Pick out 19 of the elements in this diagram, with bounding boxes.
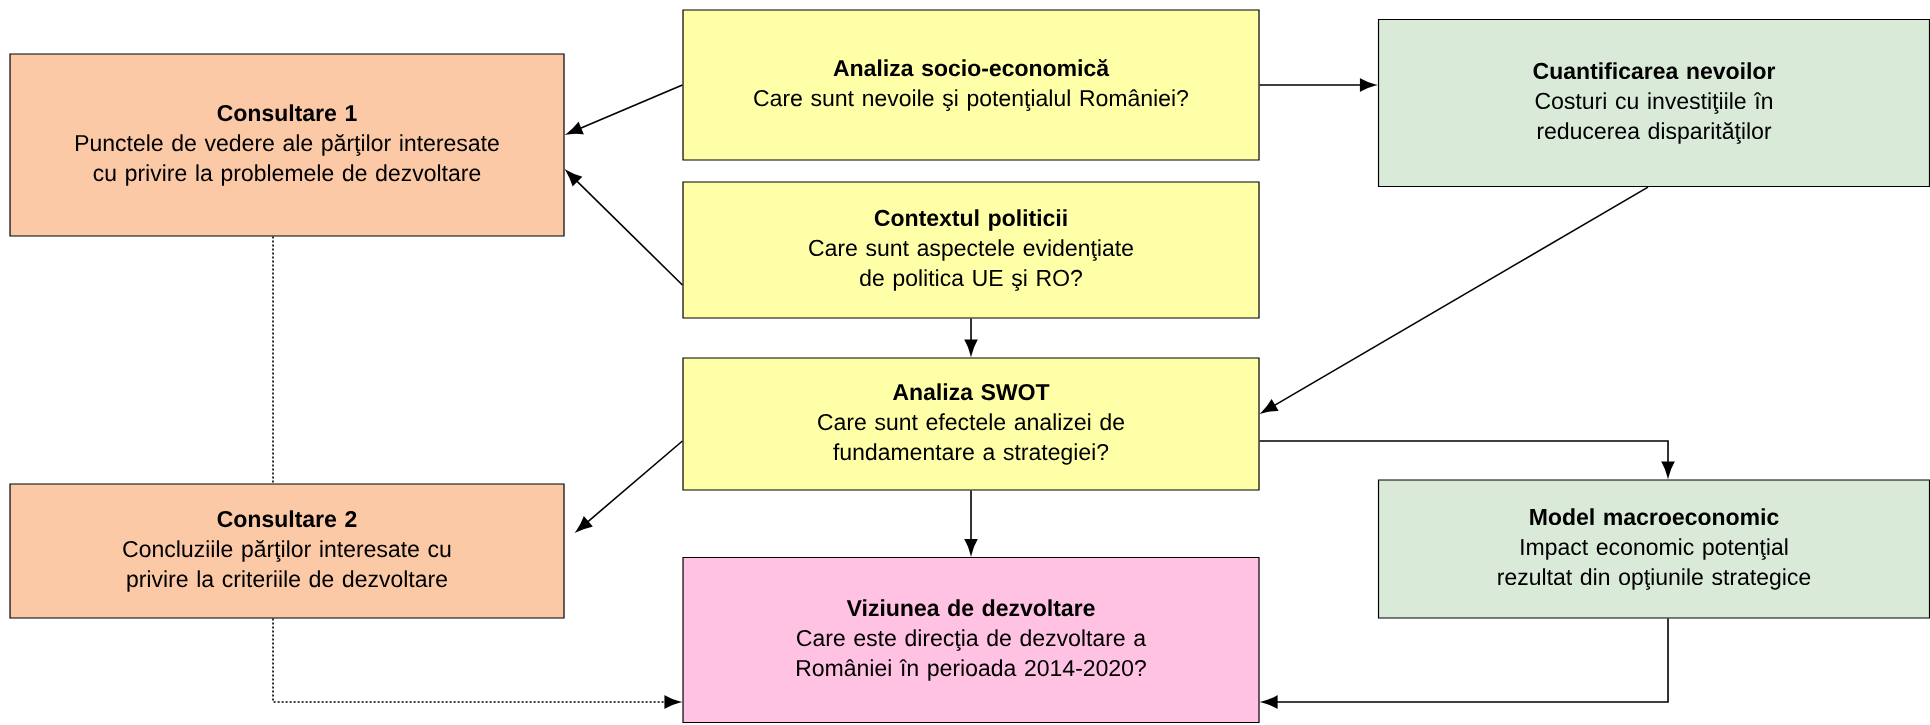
arrow (1262, 617, 1669, 709)
process-box: Viziunea de dezvoltare Care este direcţia de dezvoltare a României în perioada 2014-2020? (682, 556, 1260, 724)
arrow (1261, 186, 1649, 414)
arrow (1258, 440, 1675, 478)
process-box: Contextul politicii Care sunt aspectele evidenţiate de politica UE şi RO? (682, 181, 1260, 319)
dotted-connector (272, 617, 681, 709)
process-box: Analiza socio-economică Care sunt nevoile şi potenţialul României? (682, 9, 1260, 161)
process-box: Cuantificarea nevoilor Costuri cu investiţiile în reducerea disparităţilor (1377, 18, 1930, 188)
process-box: Analiza SWOT Care sunt efectele analizei de fundamentare a strategiei? (682, 357, 1260, 491)
arrow (566, 170, 684, 286)
arrow (964, 317, 978, 356)
process-box: Model macroeconomic Impact economic potenţial rezultat din opţiunile strategice (1377, 479, 1930, 619)
arrow (576, 440, 684, 532)
process-box: Consultare 1 Punctele de vedere ale părţilor interesate cu privire la problemele de dezvoltare (9, 53, 565, 237)
dotted-connector (272, 235, 274, 485)
arrow (1258, 78, 1376, 92)
arrow (964, 489, 978, 555)
arrow (566, 84, 684, 135)
process-box: Consultare 2 Concluziile părţilor interesate cu privire la criteriile de dezvoltare (9, 483, 565, 619)
